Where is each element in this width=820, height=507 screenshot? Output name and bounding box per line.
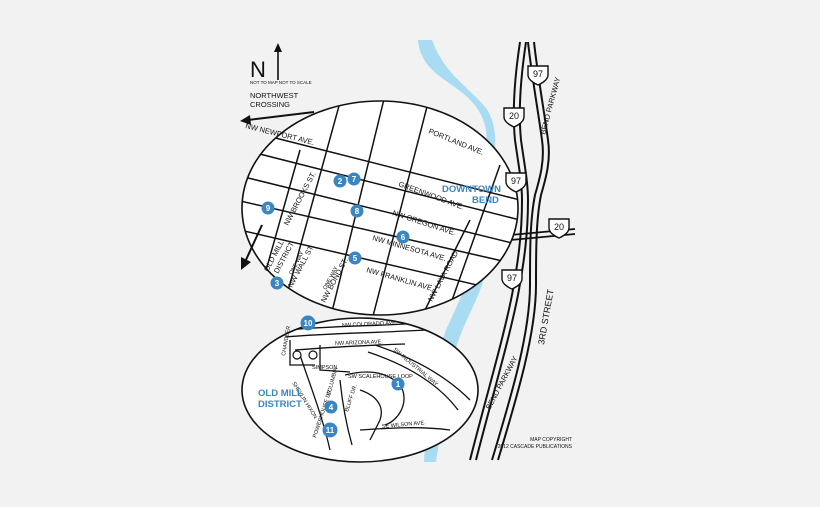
road-industrial-2 bbox=[367, 351, 459, 411]
road-ns-1 bbox=[279, 101, 343, 315]
svg-text:2: 2 bbox=[338, 177, 343, 186]
marker-7[interactable]: 7 bbox=[347, 172, 361, 186]
highway-shield-icon: 97 bbox=[505, 172, 527, 193]
highway-shield-icon: 97 bbox=[501, 269, 523, 290]
downtown-label: BEND bbox=[472, 195, 499, 206]
road-newport bbox=[242, 127, 518, 201]
svg-text:1: 1 bbox=[396, 380, 401, 389]
marker-4[interactable]: 4 bbox=[324, 400, 338, 414]
roundabout-icon bbox=[308, 350, 318, 360]
marker-2[interactable]: 2 bbox=[333, 174, 347, 188]
highway-shield-icon: 20 bbox=[548, 218, 570, 239]
road-oregon bbox=[242, 174, 518, 246]
neighborhood-label: CROSSING bbox=[250, 100, 290, 109]
street-label: NW COLORADO AVE. bbox=[342, 320, 398, 329]
street-label: NW ARIZONA AVE. bbox=[335, 339, 384, 347]
downtown-inset bbox=[241, 100, 519, 316]
marker-11[interactable]: 11 bbox=[322, 422, 338, 438]
marker-5[interactable]: 5 bbox=[348, 251, 362, 265]
road-label: 3RD STREET bbox=[536, 288, 556, 345]
svg-text:97: 97 bbox=[507, 273, 517, 283]
bend-parkway-right-inner bbox=[497, 41, 550, 461]
road-powerhouse bbox=[299, 354, 331, 451]
svg-text:20: 20 bbox=[509, 111, 519, 121]
road-local-3 bbox=[319, 345, 351, 373]
arrow-icon bbox=[240, 111, 315, 125]
svg-text:10: 10 bbox=[304, 319, 313, 328]
road-arizona bbox=[294, 343, 406, 351]
road-ns-3 bbox=[371, 101, 431, 315]
svg-text:97: 97 bbox=[533, 69, 543, 79]
road-local-1 bbox=[289, 340, 315, 366]
svg-text:3: 3 bbox=[275, 279, 280, 288]
bend-parkway-right-outer bbox=[491, 41, 544, 461]
svg-text:6: 6 bbox=[401, 233, 406, 242]
road-lava bbox=[419, 219, 471, 315]
copyright: 2012 CASCADE PUBLICATIONS bbox=[498, 444, 573, 450]
downtown-label: DOWNTOWN bbox=[442, 184, 501, 195]
road-industrial bbox=[374, 344, 471, 401]
north-label: N bbox=[250, 57, 266, 82]
road-bluff bbox=[339, 379, 353, 446]
scale-note: NOT TO MAP NOT TO SCALE bbox=[250, 80, 312, 85]
marker-10[interactable]: 10 bbox=[300, 315, 316, 331]
road-ns-5 bbox=[444, 164, 501, 315]
street-label: SW SCALEHOUSE LOOP bbox=[348, 374, 413, 380]
roundabout-icon bbox=[292, 350, 302, 360]
arrow-icon bbox=[241, 224, 263, 270]
svg-text:7: 7 bbox=[352, 175, 357, 184]
marker-3[interactable]: 3 bbox=[270, 276, 284, 290]
old-mill-label: DISTRICT bbox=[258, 399, 302, 410]
highway-shield-icon: 20 bbox=[503, 107, 525, 128]
marker-9[interactable]: 9 bbox=[261, 201, 275, 215]
neighborhood-label: NORTHWEST bbox=[250, 91, 299, 100]
road-label: BEND PARKWAY bbox=[538, 76, 562, 135]
svg-text:5: 5 bbox=[353, 254, 358, 263]
highway-shield-icon: 97 bbox=[527, 65, 549, 86]
svg-text:4: 4 bbox=[329, 403, 334, 412]
marker-8[interactable]: 8 bbox=[350, 204, 364, 218]
road-franklin bbox=[242, 229, 518, 296]
north-arrow-icon bbox=[274, 43, 282, 80]
old-mill-label: OLD MILL bbox=[258, 388, 303, 399]
street-label: SIMPSON bbox=[312, 365, 337, 371]
street-label: SE WILSON AVE. bbox=[382, 420, 427, 430]
copyright: MAP COPYRIGHT bbox=[530, 437, 572, 443]
street-label: CHANDLER bbox=[281, 325, 292, 356]
svg-text:8: 8 bbox=[355, 207, 360, 216]
road-local-2 bbox=[359, 389, 382, 441]
marker-1[interactable]: 1 bbox=[391, 377, 405, 391]
road-colorado-2 bbox=[284, 328, 446, 338]
svg-text:20: 20 bbox=[554, 222, 564, 232]
svg-text:97: 97 bbox=[511, 176, 521, 186]
svg-text:11: 11 bbox=[326, 426, 335, 435]
svg-text:9: 9 bbox=[266, 204, 271, 213]
marker-6[interactable]: 6 bbox=[396, 230, 410, 244]
road-wilson bbox=[359, 427, 451, 431]
road-greenwood bbox=[242, 147, 518, 221]
